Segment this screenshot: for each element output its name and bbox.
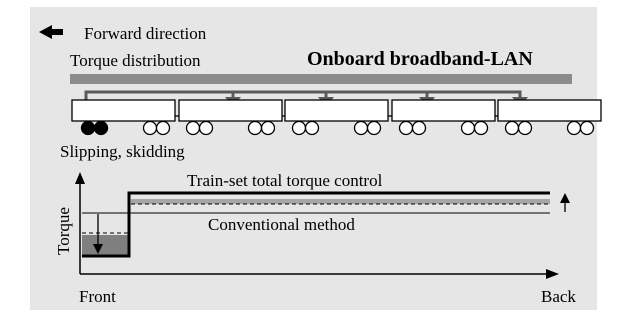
train-car-3 bbox=[284, 99, 389, 122]
wheel bbox=[198, 120, 214, 136]
conventional-method-label: Conventional method bbox=[208, 215, 355, 234]
total-torque-control-line bbox=[82, 191, 550, 258]
forward-direction-label: Forward direction bbox=[84, 24, 207, 43]
train-car-2 bbox=[178, 99, 283, 122]
wheel bbox=[185, 120, 201, 136]
wheel bbox=[398, 120, 414, 136]
train-car-5 bbox=[497, 99, 602, 122]
slipping-wheel bbox=[80, 120, 96, 136]
wheel bbox=[460, 120, 476, 136]
x-axis-back-label: Back bbox=[541, 287, 576, 306]
slipping-label: Slipping, skidding bbox=[60, 142, 185, 161]
train-car-4 bbox=[391, 99, 496, 122]
wheel bbox=[155, 120, 171, 136]
total-torque-control-label: Train-set total torque control bbox=[187, 171, 383, 190]
wheel bbox=[247, 120, 263, 136]
wheel bbox=[353, 120, 369, 136]
x-axis-arrowhead bbox=[546, 269, 559, 279]
wheel bbox=[142, 120, 158, 136]
onboard-lan-bar bbox=[70, 74, 572, 84]
wheel bbox=[566, 120, 582, 136]
train-car-1 bbox=[71, 99, 176, 122]
diagram-panel bbox=[30, 7, 597, 310]
wheel bbox=[366, 120, 382, 136]
wheel bbox=[473, 120, 489, 136]
wheel bbox=[291, 120, 307, 136]
onboard-lan-label: Onboard broadband-LAN bbox=[307, 48, 533, 70]
wheel bbox=[304, 120, 320, 136]
wheel bbox=[260, 120, 276, 136]
y-axis-arrowhead bbox=[75, 172, 85, 184]
y-axis-label: Torque bbox=[54, 207, 73, 255]
wheel bbox=[504, 120, 520, 136]
slipping-wheel bbox=[93, 120, 109, 136]
wheel bbox=[579, 120, 595, 136]
wheel bbox=[517, 120, 533, 136]
torque-reduction-arrowhead bbox=[93, 244, 103, 254]
torque-added-area bbox=[131, 199, 550, 204]
torque-increase-arrowhead bbox=[560, 193, 570, 203]
wheels bbox=[80, 120, 595, 136]
x-axis-front-label: Front bbox=[79, 287, 116, 306]
torque-graph bbox=[75, 172, 570, 279]
torque-drop-area bbox=[82, 235, 129, 256]
train-set bbox=[71, 99, 602, 122]
wheel bbox=[411, 120, 427, 136]
torque-distribution-label: Torque distribution bbox=[70, 51, 201, 70]
forward-direction-arrow bbox=[39, 25, 63, 39]
